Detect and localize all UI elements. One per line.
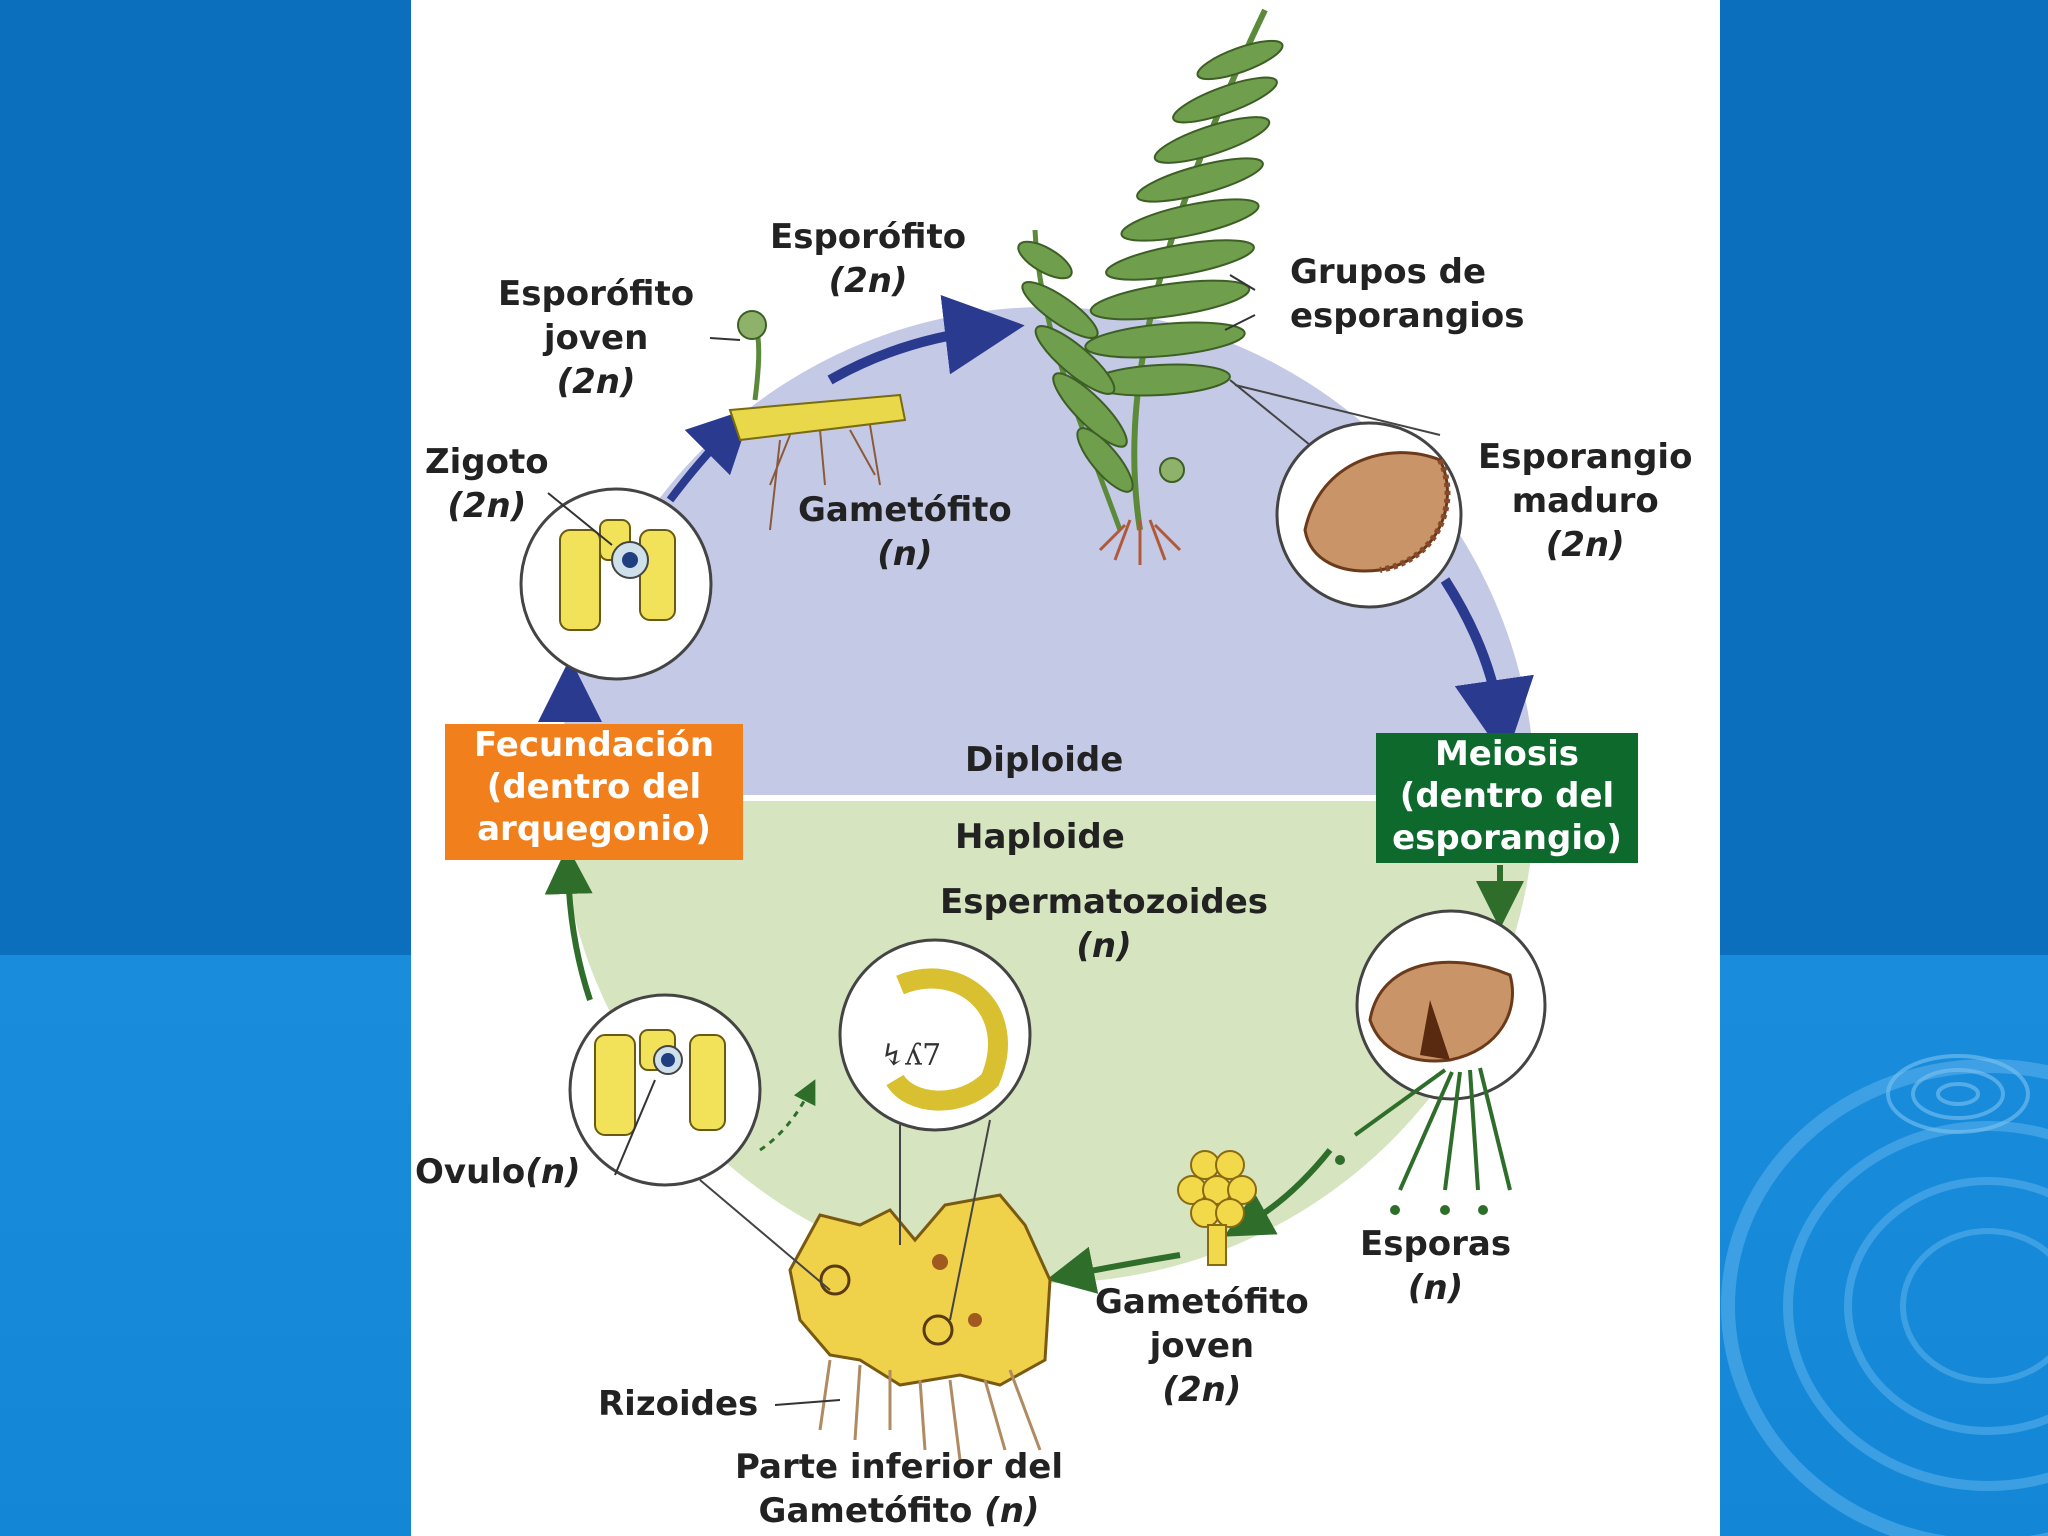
gametophyte-illustration [788,1193,1052,1461]
water-ripple-decoration [1628,976,2048,1536]
svg-text:↯ʎ7: ↯ʎ7 [880,1038,941,1073]
label-lower-gametophyte: Parte inferior del Gametófito (n) [735,1447,1064,1531]
young-sporophyte-illustration [728,310,907,531]
label-ovule: Ovulo(n) [415,1152,581,1192]
arrow-to-fecundation [544,846,593,1001]
arrow-to-young-gametophyte [1224,1148,1333,1237]
label-zygote: Zigoto (2n) [425,442,549,526]
label-young-gametophyte: Gametófito joven (2n) [1095,1282,1309,1410]
spore-release-illustration [1335,909,1547,1215]
label-sporophyte: Esporófito (2n) [770,217,967,301]
label-gametophyte: Gametófito (n) [798,490,1012,574]
arrow-to-sporophyte [827,294,1025,385]
sperm-antheridium-illustration: ↯ʎ7 [838,938,1032,1321]
arrow-to-young-sporophyte [666,407,753,503]
label-mature-sporangium: Esporangio maduro (2n) [1478,437,1693,565]
ovule-illustration [568,993,831,1291]
label-rhizoids: Rizoides [598,1384,759,1424]
meiosis-box: Meiosis (dentro del esporangio) [1376,733,1638,863]
label-young-sporophyte: Esporófito joven (2n) [498,274,695,402]
leader-lines [547,274,1256,1406]
fecundation-box: Fecundación (dentro del arquegonio) [445,724,743,860]
label-spores: Esporas (n) [1360,1224,1512,1308]
label-sporangia-groups: Grupos de esporangios [1290,252,1525,336]
haploid-region [559,800,1535,1283]
mature-sporangium-illustration [1229,379,1463,609]
label-haploid: Haploide [955,817,1125,857]
label-diploid: Diploide [965,740,1124,780]
arrow-to-meiosis [1440,577,1534,760]
arrow-to-gametophyte [1046,1246,1181,1294]
young-gametophyte-illustration [1177,1150,1257,1266]
label-sperm: Espermatozoides (n) [940,882,1269,966]
sperm-path-arrow [759,1079,816,1152]
zygote-illustration [519,487,713,681]
fern-sporophyte-illustration [1017,8,1284,565]
